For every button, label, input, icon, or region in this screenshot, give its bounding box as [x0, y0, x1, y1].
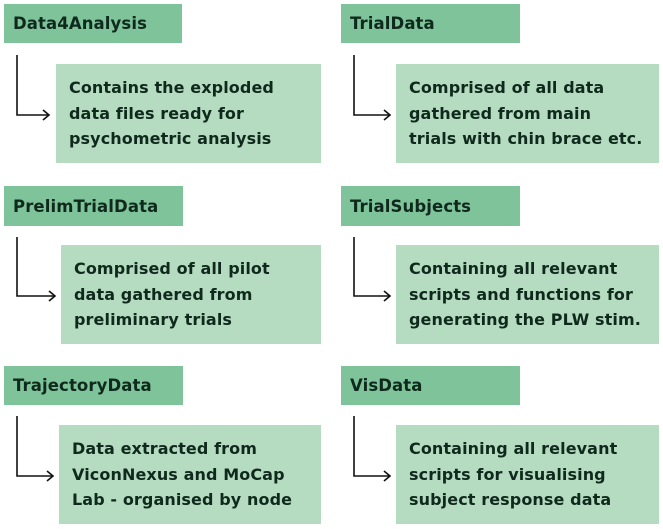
node-visdata-description: Containing all relevant scripts for visu…	[396, 425, 659, 524]
node-trialdata-title: TrialData	[341, 4, 520, 43]
arrow-connector-trialdata	[353, 55, 392, 121]
node-data4analysis-description: Contains the exploded data files ready f…	[56, 64, 321, 163]
arrow-connector-visdata	[353, 416, 392, 482]
node-data4analysis-title: Data4Analysis	[4, 4, 182, 43]
arrow-connector-data4analysis	[16, 55, 51, 121]
node-visdata-title: VisData	[341, 366, 520, 405]
node-trajectorydata-title: TrajectoryData	[4, 366, 183, 405]
arrow-connector-prelimtrialdata	[16, 237, 57, 302]
node-trialsubjects-description: Containing all relevant scripts and func…	[396, 245, 659, 344]
arrow-connector-trajectorydata	[16, 416, 55, 482]
node-prelimtrialdata-title: PrelimTrialData	[4, 186, 183, 226]
node-trajectorydata-description: Data extracted from ViconNexus and MoCap…	[59, 425, 321, 524]
node-trialdata-description: Comprised of all data gathered from main…	[396, 64, 659, 163]
arrow-connector-trialsubjects	[353, 237, 392, 302]
node-prelimtrialdata-description: Comprised of all pilot data gathered fro…	[61, 245, 321, 344]
node-trialsubjects-title: TrialSubjects	[341, 186, 520, 226]
